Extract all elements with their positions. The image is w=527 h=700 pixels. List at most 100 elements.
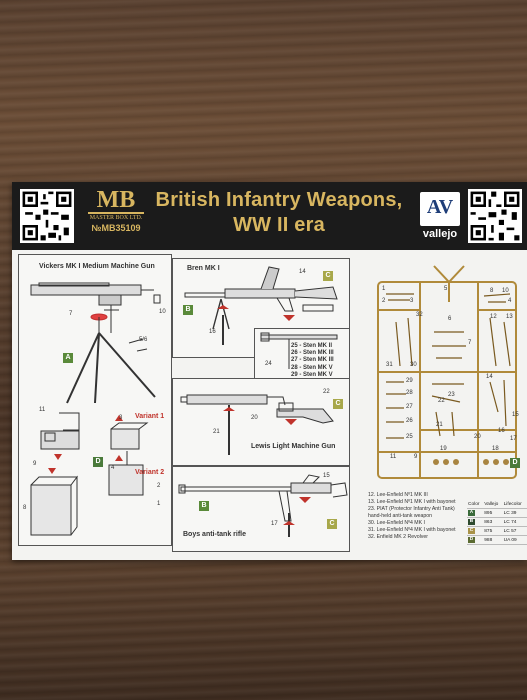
lewis-color-badge: C [333,399,343,409]
color-swatch-d: D [468,537,475,543]
paint-color-table: Color Vallejo Lifecolor A 895 LC 39 B 86… [467,500,527,545]
boys-panel: B 15 17 C Boys anti-tank rifle [172,466,350,552]
qr-code-right [468,189,522,243]
sten-variant-26: 26 - Sten MK III [291,350,334,357]
sprue-num-1: 1 [382,286,386,292]
sprue-num-21: 21 [436,422,443,428]
lewis-title: Lewis Light Machine Gun [251,443,336,450]
note-line: 12. Lee-Enfield Nº1 MK III [368,492,428,498]
sprue-num-13: 13 [506,314,513,320]
lewis-drawing [180,394,334,455]
note-line: 30. Lee-Enfield Nº4 MK I [368,520,425,526]
boys-color-badge-c: C [327,519,337,529]
sprue-num-29: 29 [406,378,413,384]
sten-variant-29: 29 - Sten MK V [291,371,333,378]
sprue-num-19: 19 [440,446,447,452]
vallejo-code: 988 [483,535,503,545]
sten-part-24: 24 [265,361,272,367]
note-line: 23. PIAT (Protector Infantry Anti Tank) [368,506,455,512]
sprue-color-badge: D [510,458,520,468]
vallejo-code: 895 [483,508,503,518]
vickers-panel: Vickers MK I Medium Machine Gun [18,254,172,546]
sten-variant-list: 25 - Sten MK II 26 - Sten MK III 27 - St… [291,343,334,379]
vallejo-header: Vallejo [483,500,503,509]
sprue-num-30: 30 [410,362,417,368]
color-header: Color [467,500,484,509]
sprue-num-32: 32 [416,312,423,318]
ammo-part-2: 2 [157,483,161,489]
note-line: hand-held anti-tank weapon [368,513,433,519]
sprue-drawing [377,265,517,479]
color-swatch-c: C [468,528,475,534]
sprue-num-20: 20 [474,434,481,440]
sprue-num-27: 27 [406,404,413,410]
bren-part-16: 16 [209,329,216,335]
sprue-num-3: 3 [410,298,414,304]
sprue-num-26: 26 [406,418,413,424]
lifecolor-code: UA 09 [502,535,527,545]
sprue-num-11: 11 [390,454,397,460]
sten-panel: 24 25 - Sten MK II 26 - Sten MK III 27 -… [254,328,350,386]
kit-title: British Infantry Weapons, WW II era [144,188,414,238]
sprue-num-12: 12 [490,314,497,320]
boys-drawing [178,474,348,537]
lifecolor-code: LC 57 [502,526,527,536]
sten-variant-28: 28 - Sten MK V [291,364,333,371]
header-bar: MB MASTER BOX LTD. №MB35109 British Infa… [12,182,527,250]
sten-variant-27: 27 - Sten MK III [291,357,334,364]
color-row: D 988 UA 09 [467,535,527,545]
master-box-logo: MB MASTER BOX LTD. №MB35109 [88,188,144,240]
sprue-num-18: 18 [492,446,499,452]
sten-drawing [260,332,338,369]
sprue-num-16: 16 [498,428,505,434]
lifecolor-header: Lifecolor [502,500,527,509]
color-table-header: Color Vallejo Lifecolor [467,500,527,509]
color-row: B 863 LC 74 [467,517,527,527]
boys-title: Boys anti-tank rifle [183,531,247,538]
boys-part-17: 17 [271,521,278,527]
sprue-num-31: 31 [386,362,393,368]
sprue-num-23: 23 [448,392,455,398]
sprue-num-17: 17 [510,436,517,442]
lifecolor-code: LC 39 [502,508,527,518]
vallejo-code: 863 [483,517,503,527]
sprue-num-15: 15 [512,412,519,418]
sten-variant-25: 25 - Sten MK II [291,343,333,349]
sprue-num-7: 7 [468,340,472,346]
ammo-part-8: 8 [23,505,27,511]
lewis-part-20: 20 [251,415,258,421]
qr-code-left [20,189,74,243]
ammo-part-3: 3 [119,415,123,421]
av-logo-text: AV [426,196,454,218]
note-line: 13. Lee-Enfield Nº1 MK I with bayonet [368,499,456,505]
lewis-part-21: 21 [213,429,220,435]
sprue-num-10: 10 [502,288,509,294]
bren-title: Bren MK I [187,265,220,272]
vickers-part-10: 10 [159,309,166,315]
sprue-frame: 1 2 5 8 10 3 4 32 6 12 13 7 31 30 14 29 … [374,262,524,482]
kit-box-back: MB MASTER BOX LTD. №MB35109 British Infa… [12,182,527,560]
vickers-color-badge: A [63,353,73,363]
bren-color-badge-b: B [183,305,193,315]
sprue-num-25: 25 [406,434,413,440]
ammo-part-4: 4 [111,465,115,471]
color-swatch-a: A [468,510,475,516]
boys-color-badge-b: B [199,501,209,511]
color-row: C 875 LC 57 [467,526,527,536]
ammo-part-1: 1 [157,501,161,507]
sprue-num-28: 28 [406,390,413,396]
vickers-drawing [30,282,161,536]
weapon-notes: 12. Lee-Enfield Nº1 MK III 13. Lee-Enfie… [368,492,456,541]
variant-1-label: Variant 1 [135,413,165,420]
bren-drawing [184,266,338,345]
kit-title-line2: WW II era [233,214,325,236]
sprue-num-22: 22 [438,398,445,404]
bren-color-badge-c: C [323,271,333,281]
vickers-part-7: 7 [69,311,73,317]
brand-logo-text: MB [88,188,144,214]
vickers-part-5-6: 5/6 [139,337,148,343]
vallejo-text: vallejo [422,228,458,240]
sprue-num-4: 4 [508,298,512,304]
sprue-num-14: 14 [486,374,493,380]
sprue-num-9: 9 [414,454,418,460]
